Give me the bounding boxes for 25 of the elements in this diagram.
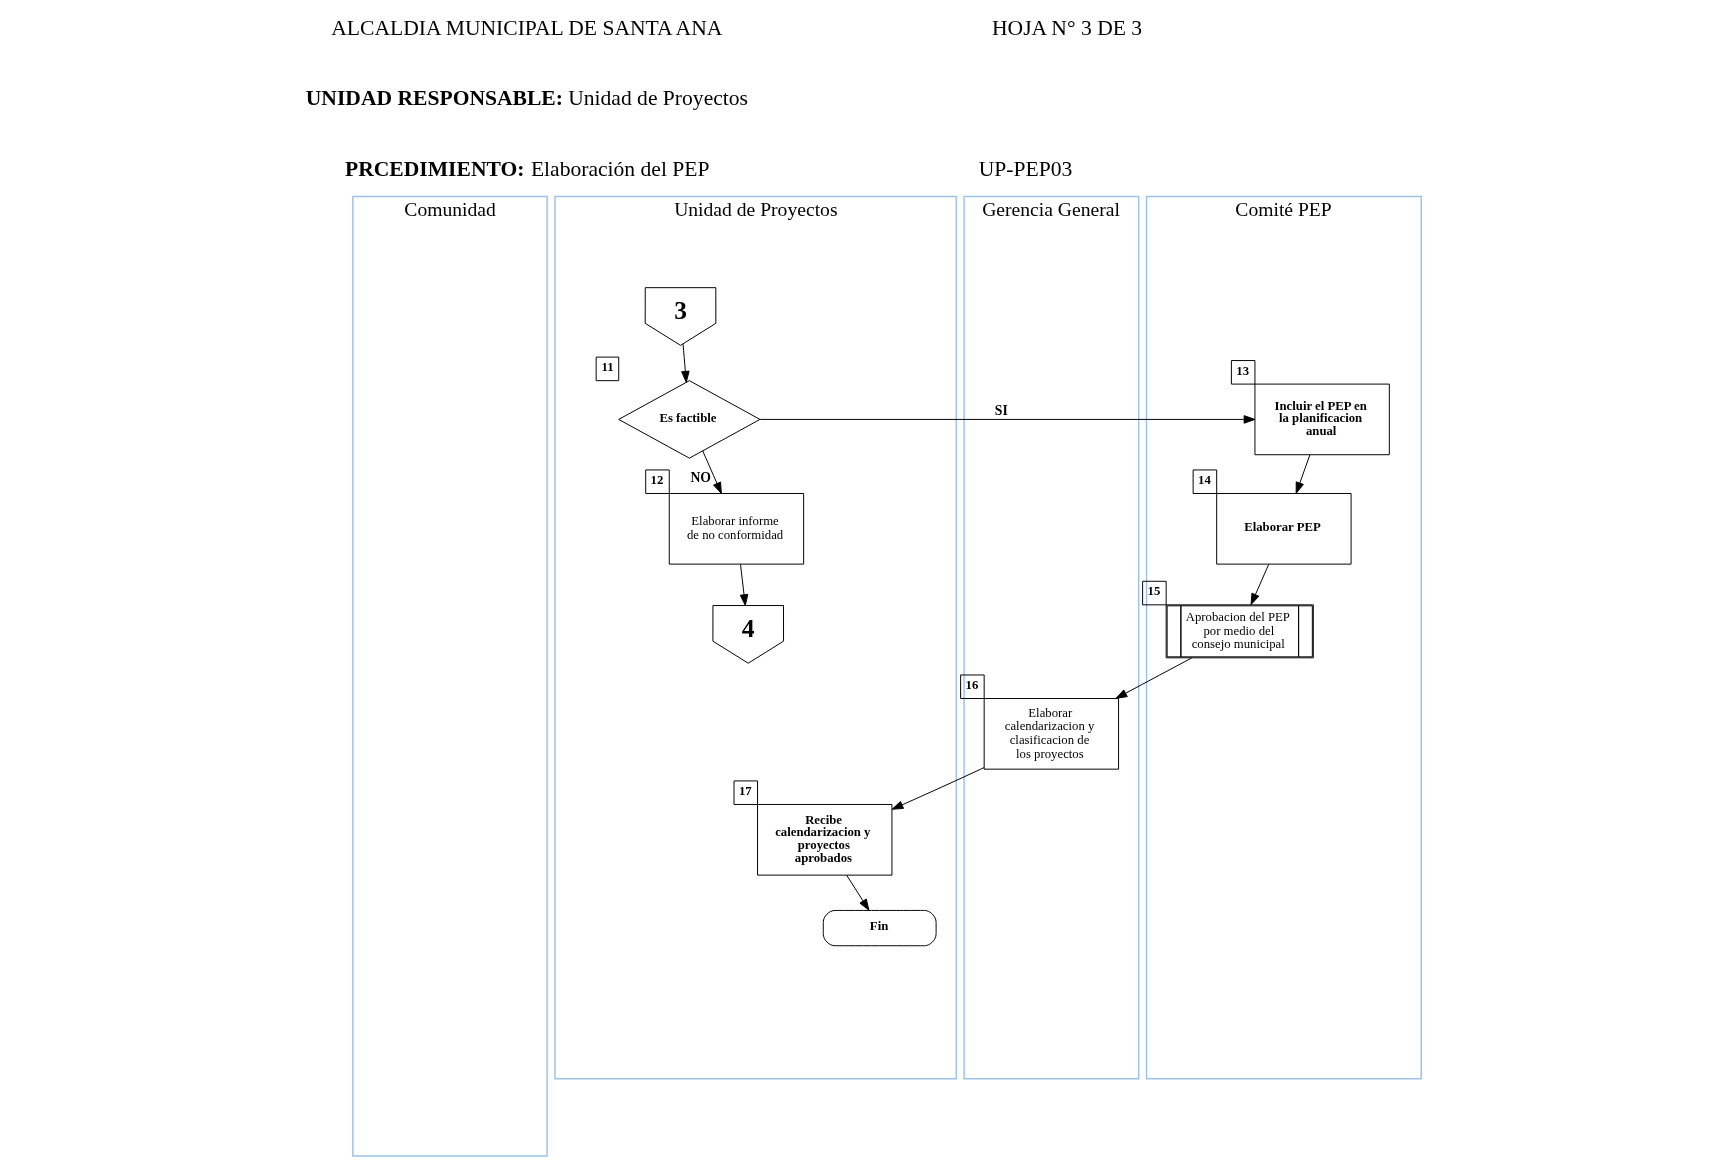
arrow [1295,454,1310,494]
label: PRCEDIMIENTO: Elaboración del PEP [344,156,710,181]
node-label: 17 [738,784,752,799]
node-label: 12 [650,473,663,488]
edge-label: SI [994,402,1008,418]
node-box: Fin [822,909,937,947]
node-label: 13 [1235,363,1249,378]
arrow [1250,563,1269,606]
arrow [701,450,722,494]
node-label: 15 [1147,584,1160,599]
node-label: 11 [601,360,614,375]
node-box: Comunidad [351,195,548,1157]
label: ALCALDIA MUNICIPAL DE SANTA ANA [330,16,722,41]
edge-label: NO [689,470,711,486]
arrow [759,415,1255,424]
label: UNIDAD RESPONSABLE: Unidad de Proyectos [305,85,748,110]
node-label: 14 [1197,473,1211,488]
arrow [845,874,869,911]
arrow [1115,657,1192,699]
arrow [891,767,985,810]
arrow [739,563,748,606]
arrow [680,343,690,383]
label: UP-PEP03 [978,157,1072,182]
label: HOJA N° 3 DE 3 [991,16,1142,41]
node-label: 16 [965,678,978,693]
